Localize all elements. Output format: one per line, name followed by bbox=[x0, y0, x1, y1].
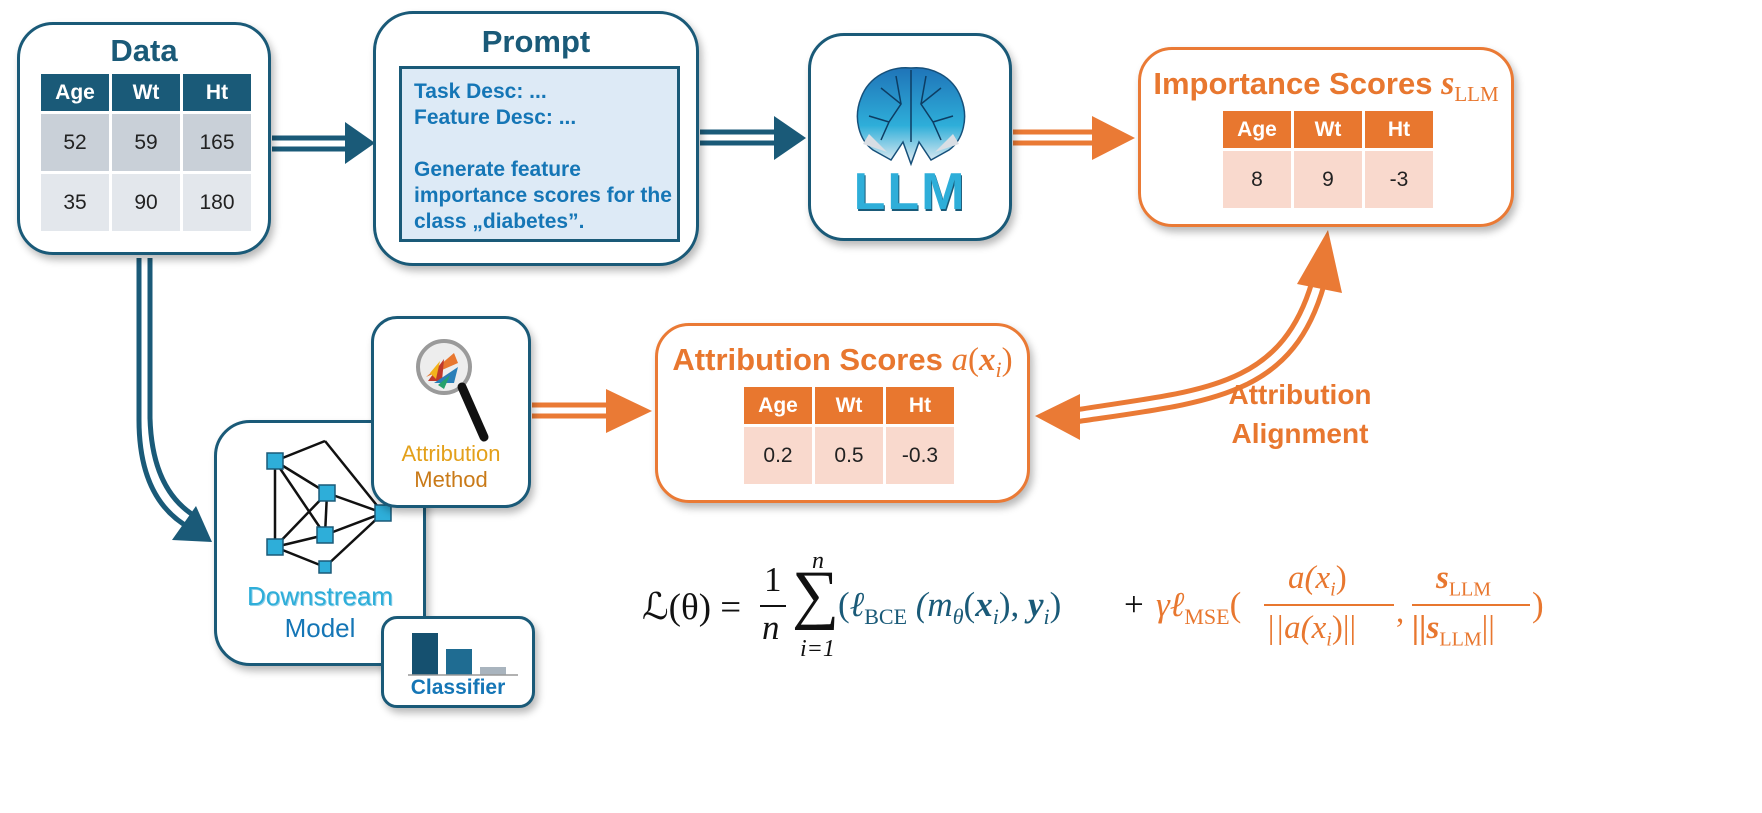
sum-symbol: ∑ bbox=[792, 558, 840, 631]
table-cell: -0.3 bbox=[883, 424, 957, 487]
attribution-alignment-label-line1: Attribution bbox=[1228, 379, 1372, 410]
prompt-box: Prompt Task Desc: ... Feature Desc: ... … bbox=[373, 11, 699, 266]
table-cell: 52 bbox=[38, 111, 112, 174]
table-cell: 90 bbox=[109, 171, 183, 234]
loss-frac2-den: ||sLLM|| bbox=[1412, 610, 1495, 651]
header-ht: Ht bbox=[1362, 108, 1436, 151]
attribution-title-text: Attribution Scores bbox=[672, 342, 943, 377]
prompt-line: class „diabetes”. bbox=[414, 210, 585, 233]
header-wt: Wt bbox=[109, 71, 183, 114]
arrow-data-to-prompt bbox=[272, 122, 375, 164]
loss-comma: , bbox=[1396, 594, 1405, 630]
attribution-alignment-label-line2: Alignment bbox=[1231, 418, 1369, 449]
magnifier-icon bbox=[416, 339, 489, 442]
prompt-line: Generate feature bbox=[414, 158, 581, 181]
prompt-text-panel: Task Desc: ... Feature Desc: ... Generat… bbox=[399, 66, 680, 242]
attribution-method-line1: Attribution bbox=[401, 441, 501, 466]
brain-icon bbox=[856, 67, 966, 167]
header-age: Age bbox=[741, 384, 815, 427]
attribution-symbol-a: a bbox=[951, 342, 968, 378]
loss-plus: + bbox=[1124, 585, 1144, 624]
table-row: 8 9 -3 bbox=[1220, 148, 1436, 211]
header-age: Age bbox=[1220, 108, 1294, 151]
prompt-title: Prompt bbox=[481, 24, 591, 59]
arrow-prompt-to-llm bbox=[700, 116, 806, 160]
loss-lhs: ℒ(θ) = bbox=[642, 587, 742, 628]
table-cell: 180 bbox=[180, 171, 254, 234]
header-ht: Ht bbox=[883, 384, 957, 427]
table-row: 52 59 165 bbox=[38, 111, 254, 174]
arrow-data-to-model bbox=[136, 258, 212, 542]
arrow-llm-to-importance bbox=[1013, 116, 1135, 160]
table-header-row: Age Wt Ht bbox=[1220, 108, 1436, 151]
header-ht: Ht bbox=[180, 71, 254, 114]
loss-frac1-num: a(xi) bbox=[1288, 560, 1347, 601]
importance-subscript: LLM bbox=[1454, 82, 1499, 107]
table-row: 0.2 0.5 -0.3 bbox=[741, 424, 957, 487]
prompt-line: Feature Desc: ... bbox=[414, 106, 577, 129]
data-title: Data bbox=[110, 33, 178, 68]
table-cell: 165 bbox=[180, 111, 254, 174]
table-header-row: Age Wt Ht bbox=[38, 71, 254, 114]
sum-top: n bbox=[812, 548, 824, 574]
header-age: Age bbox=[38, 71, 112, 114]
table-cell: 8 bbox=[1220, 148, 1294, 211]
table-cell: -3 bbox=[1362, 148, 1436, 211]
llm-box: LLM bbox=[808, 33, 1012, 241]
neural-network-icon bbox=[266, 439, 392, 574]
prompt-line: importance scores for the bbox=[414, 184, 672, 207]
loss-frac1-den: ||a(xi)|| bbox=[1266, 610, 1357, 651]
attribution-title: Attribution Scores a(xi) bbox=[672, 342, 1013, 383]
classifier-box: Classifier bbox=[381, 616, 535, 708]
prompt-spacer bbox=[414, 131, 665, 157]
table-cell: 9 bbox=[1291, 148, 1365, 211]
attribution-symbol-x: x bbox=[978, 342, 996, 378]
loss-frac1-bar bbox=[1264, 604, 1394, 606]
table-cell: 35 bbox=[38, 171, 112, 234]
loss-frac2-bar bbox=[1412, 604, 1530, 606]
loss-mse-term: γℓMSE( bbox=[1156, 585, 1242, 629]
table-cell: 0.5 bbox=[812, 424, 886, 487]
arrow-method-to-attribution bbox=[532, 389, 652, 433]
sum-bottom: i=1 bbox=[800, 636, 835, 662]
classifier-label: Classifier bbox=[410, 676, 506, 699]
importance-title: Importance Scores sLLM bbox=[1141, 65, 1511, 107]
table-row: 35 90 180 bbox=[38, 171, 254, 234]
importance-scores-box: Importance Scores sLLM Age Wt Ht 8 9 -3 bbox=[1138, 47, 1514, 227]
llm-label: LLM bbox=[853, 163, 967, 221]
header-wt: Wt bbox=[812, 384, 886, 427]
attribution-scores-box: Attribution Scores a(xi) Age Wt Ht 0.2 0… bbox=[655, 323, 1030, 503]
attribution-table: Age Wt Ht 0.2 0.5 -0.3 bbox=[741, 384, 957, 487]
bar-chart-icon bbox=[408, 633, 518, 676]
header-wt: Wt bbox=[1291, 108, 1365, 151]
downstream-model-line1: Downstream bbox=[247, 581, 393, 611]
attribution-method-box: Attribution Method bbox=[371, 316, 531, 508]
downstream-model-line2: Model bbox=[284, 613, 356, 643]
loss-frac-bar bbox=[760, 605, 786, 607]
importance-symbol: s bbox=[1441, 65, 1455, 102]
importance-table: Age Wt Ht 8 9 -3 bbox=[1220, 108, 1436, 211]
table-cell: 59 bbox=[109, 111, 183, 174]
table-header-row: Age Wt Ht bbox=[741, 384, 957, 427]
attribution-method-line2: Method bbox=[414, 467, 488, 492]
arrow-attribution-alignment bbox=[1035, 230, 1342, 440]
loss-close: ) bbox=[1532, 585, 1544, 624]
table-cell: 0.2 bbox=[741, 424, 815, 487]
loss-bce-term: (ℓBCE (mθ(xi), yi) bbox=[838, 585, 1062, 629]
importance-title-text: Importance Scores bbox=[1153, 66, 1433, 101]
loss-frac-num: 1 bbox=[764, 560, 782, 599]
loss-frac-den: n bbox=[762, 608, 780, 647]
data-table: Age Wt Ht 52 59 165 35 90 180 bbox=[38, 71, 254, 234]
loss-frac2-num: sLLM bbox=[1436, 560, 1492, 601]
prompt-line: Task Desc: ... bbox=[414, 80, 547, 103]
data-box: Data Age Wt Ht 52 59 165 35 90 180 bbox=[17, 22, 271, 255]
attribution-symbol-i: i bbox=[995, 357, 1002, 383]
